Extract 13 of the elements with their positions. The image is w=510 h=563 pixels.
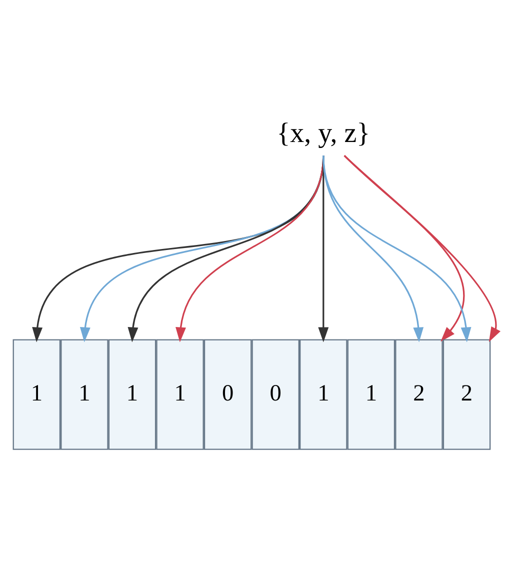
node-box: 1 bbox=[60, 339, 108, 450]
arrow bbox=[344, 155, 501, 342]
arrow bbox=[322, 156, 472, 342]
node-box: 2 bbox=[442, 339, 491, 450]
node-box: 1 bbox=[300, 339, 348, 450]
node-box: 0 bbox=[204, 339, 252, 450]
node-box: 1 bbox=[347, 339, 396, 450]
node-box: 1 bbox=[156, 339, 204, 450]
node-box: 2 bbox=[395, 339, 443, 450]
node-box: 1 bbox=[108, 339, 156, 450]
node-box: 0 bbox=[252, 339, 300, 450]
node-box: 1 bbox=[12, 339, 61, 450]
node-text: {x, y, z} bbox=[276, 118, 370, 149]
